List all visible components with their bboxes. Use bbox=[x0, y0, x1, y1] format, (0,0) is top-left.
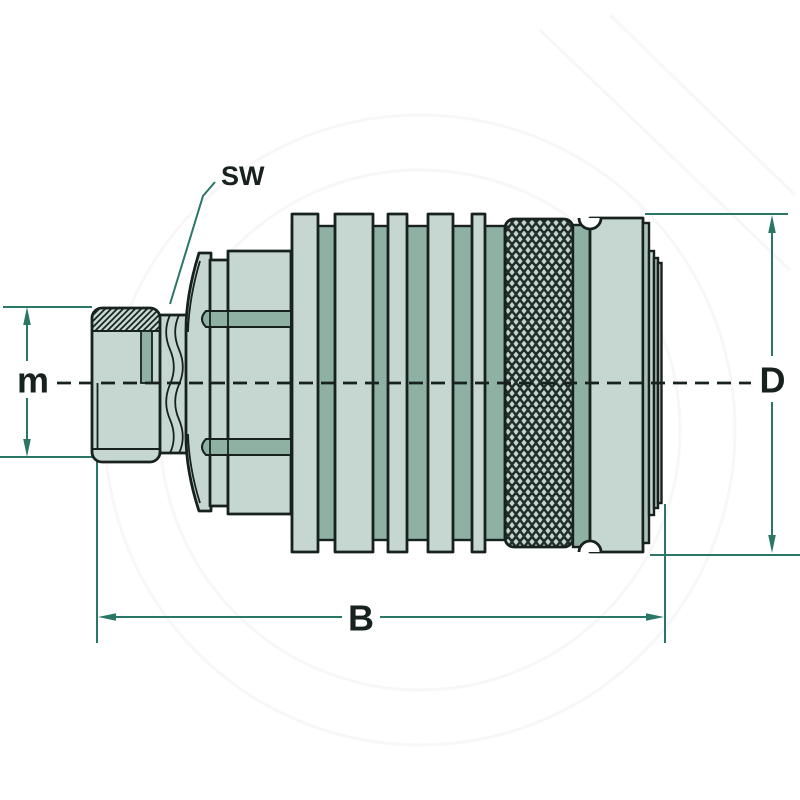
arrow-right-icon bbox=[646, 613, 664, 621]
dimension-label-d: D bbox=[760, 360, 786, 401]
sleeve-collar bbox=[571, 223, 592, 549]
dimension-label-b: B bbox=[348, 598, 374, 639]
leader-line bbox=[169, 181, 216, 305]
dimension-label-m: m bbox=[17, 360, 49, 401]
break-line bbox=[174, 314, 184, 454]
dimension-m: m bbox=[17, 307, 49, 457]
nose-body bbox=[588, 216, 645, 554]
dimension-b: B bbox=[98, 598, 664, 639]
detent-notches bbox=[577, 218, 603, 552]
arrow-up-icon bbox=[768, 215, 776, 233]
dimension-d: D bbox=[760, 215, 786, 553]
hex-edge-band-top bbox=[201, 310, 292, 328]
extension-lines bbox=[0, 213, 800, 643]
collar-fillet-line bbox=[187, 260, 201, 333]
hex-band-edges bbox=[209, 311, 229, 455]
coupling-plug bbox=[90, 212, 663, 554]
arrow-down-icon bbox=[23, 439, 31, 457]
arrow-left-icon bbox=[98, 613, 116, 621]
callout-label-sw: SW bbox=[221, 161, 265, 191]
arrow-down-icon bbox=[768, 535, 776, 553]
hex-edge-band-bottom bbox=[201, 438, 292, 456]
detent-notch-top bbox=[577, 218, 603, 231]
knurled-sleeve bbox=[503, 217, 575, 549]
nut-shading-band bbox=[140, 330, 153, 384]
collar-fillet-line bbox=[187, 433, 201, 504]
detent-notch-bottom bbox=[577, 539, 603, 552]
thread-hatching bbox=[92, 308, 160, 332]
watermark-streaks bbox=[538, 13, 797, 272]
callout-sw: SW bbox=[169, 161, 265, 305]
arrow-up-icon bbox=[23, 307, 31, 325]
break-line bbox=[165, 314, 175, 454]
